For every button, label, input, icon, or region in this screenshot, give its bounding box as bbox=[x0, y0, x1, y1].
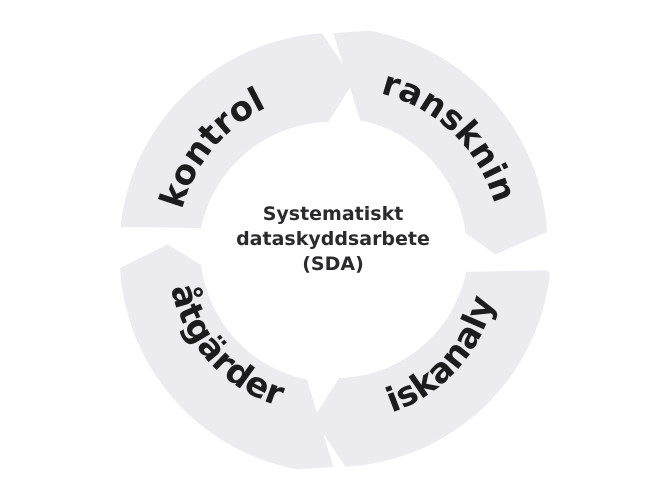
center-title-line-1: Systematiskt bbox=[262, 203, 404, 225]
segment-kontroll bbox=[120, 33, 355, 229]
segment-riskanalys bbox=[313, 270, 550, 467]
segment-granskning bbox=[333, 30, 547, 255]
segment-atgarder bbox=[120, 244, 334, 470]
center-title-line-2: dataskyddsarbete bbox=[236, 228, 430, 250]
center-title: Systematiskt dataskyddsarbete (SDA) bbox=[213, 202, 453, 277]
center-title-line-3: (SDA) bbox=[302, 253, 364, 275]
